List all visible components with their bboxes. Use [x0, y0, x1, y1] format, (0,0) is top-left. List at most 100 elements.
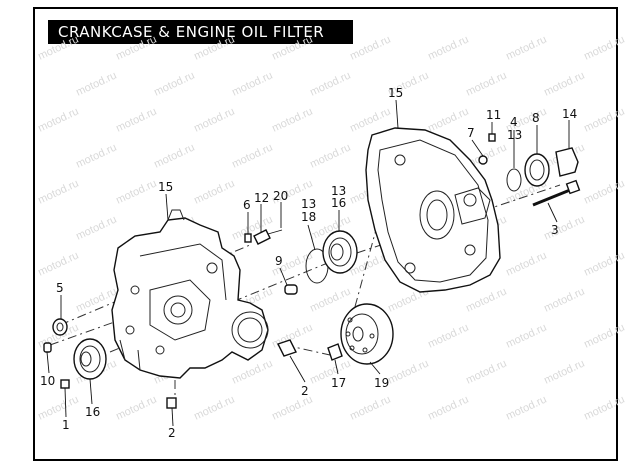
callout-12: 12: [254, 191, 269, 205]
callout-5: 5: [56, 281, 64, 295]
watermark-text: motod.ru: [386, 357, 430, 386]
watermark-text: motod.ru: [192, 33, 236, 62]
callout-13-mid: 13: [301, 197, 316, 211]
right-crankcase-half: [365, 127, 501, 293]
part-17-oil-filter-adapter: [327, 343, 343, 361]
part-16-bearing-left: [73, 338, 107, 380]
watermark-text: motod.ru: [270, 105, 314, 134]
watermark-text: motod.ru: [582, 249, 625, 278]
part-19-oil-filter: [340, 303, 394, 365]
callout-2-bottom: 2: [168, 426, 176, 440]
watermark-text: motod.ru: [192, 105, 236, 134]
part-5-bushing: [52, 318, 68, 336]
callout-1: 1: [62, 418, 70, 432]
watermark-text: motod.ru: [542, 213, 586, 242]
watermark-text: motod.ru: [504, 249, 548, 278]
watermark-text: motod.ru: [36, 33, 80, 62]
watermark-text: motod.ru: [582, 321, 625, 350]
watermark-text: motod.ru: [270, 33, 314, 62]
watermark-text: motod.ru: [464, 69, 508, 98]
callout-16-right: 16: [331, 196, 346, 210]
watermark-text: motod.ru: [348, 33, 392, 62]
part-4-o-ring: [506, 168, 522, 192]
callout-7: 7: [467, 126, 475, 140]
callout-14: 14: [562, 107, 577, 121]
diagram-title: CRANKCASE & ENGINE OIL FILTER: [48, 20, 353, 44]
callout-15-right: 15: [388, 86, 403, 100]
watermark-text: motod.ru: [464, 357, 508, 386]
diagram-frame: [33, 7, 618, 461]
watermark-text: motod.ru: [308, 69, 352, 98]
part-9-dowel: [284, 284, 298, 295]
watermark-text: motod.ru: [114, 33, 158, 62]
watermark-text: motod.ru: [74, 69, 118, 98]
watermark-text: motod.ru: [152, 69, 196, 98]
callout-19: 19: [374, 376, 389, 390]
watermark-text: motod.ru: [36, 105, 80, 134]
watermark-text: motod.ru: [348, 393, 392, 422]
callout-10: 10: [40, 374, 55, 388]
leader-lines: [46, 99, 570, 427]
watermark-text: motod.ru: [74, 213, 118, 242]
part-16-bearing-right: [322, 230, 358, 274]
small-parts: [43, 133, 581, 409]
watermark-text: motod.ru: [582, 33, 625, 62]
watermark-text: motod.ru: [308, 141, 352, 170]
watermark-text: motod.ru: [36, 249, 80, 278]
watermark-text: motod.ru: [114, 393, 158, 422]
watermark-text: motod.ru: [542, 357, 586, 386]
watermark-text: motod.ru: [114, 105, 158, 134]
callout-2-right: 2: [301, 384, 309, 398]
callout-8: 8: [532, 111, 540, 125]
callout-11: 11: [486, 108, 501, 122]
watermark-text: motod.ru: [426, 321, 470, 350]
callout-9: 9: [275, 254, 283, 268]
callout-13-top: 13: [507, 128, 522, 142]
watermark-text: motod.ru: [504, 321, 548, 350]
watermark-text: motod.ru: [426, 33, 470, 62]
callout-4: 4: [510, 115, 518, 129]
watermark-text: motod.ru: [230, 69, 274, 98]
part-14-seal: [555, 147, 579, 177]
part-2-fitting-right: [277, 339, 297, 357]
watermark-text: motod.ru: [230, 357, 274, 386]
watermark-text: motod.ru: [192, 177, 236, 206]
callout-3: 3: [551, 223, 559, 237]
part-2-plug-bottom: [166, 397, 177, 409]
part-12-valve: [253, 229, 271, 245]
watermark-text: motod.ru: [504, 393, 548, 422]
watermark-text: motod.ru: [542, 69, 586, 98]
watermark-text: motod.ru: [230, 141, 274, 170]
watermark-text: motod.ru: [36, 393, 80, 422]
watermark-text: motod.ru: [504, 33, 548, 62]
callout-13-bearing: 13: [331, 184, 346, 198]
callout-18: 18: [301, 210, 316, 224]
watermark-text: motod.ru: [582, 105, 625, 134]
watermark-text: motod.ru: [464, 285, 508, 314]
watermark-text: motod.ru: [192, 393, 236, 422]
part-1-screw: [60, 379, 70, 389]
watermark-text: motod.ru: [114, 177, 158, 206]
part-3-bolt: [532, 179, 581, 207]
watermark-text: motod.ru: [542, 285, 586, 314]
watermark-text: motod.ru: [426, 393, 470, 422]
callout-6: 6: [243, 198, 251, 212]
watermark-text: motod.ru: [152, 141, 196, 170]
watermark-text: motod.ru: [582, 393, 625, 422]
callout-15-left: 15: [158, 180, 173, 194]
part-6-fitting: [244, 233, 252, 243]
left-crankcase-half: [111, 209, 269, 379]
callout-numbers: 15 15 11 7 4 13 8 14 3 6 12 20 13 18 13 …: [40, 86, 577, 440]
watermark-text: motod.ru: [582, 177, 625, 206]
watermark-text: motod.ru: [36, 177, 80, 206]
callout-20: 20: [273, 189, 288, 203]
part-8-bearing: [524, 153, 550, 187]
part-10-dowel: [43, 342, 52, 353]
part-11-plug: [488, 133, 496, 142]
watermark-text: motod.ru: [74, 141, 118, 170]
callout-16-left: 16: [85, 405, 100, 419]
callout-17: 17: [331, 376, 346, 390]
watermark-text: motod.ru: [426, 105, 470, 134]
watermark-text: motod.ru: [308, 285, 352, 314]
